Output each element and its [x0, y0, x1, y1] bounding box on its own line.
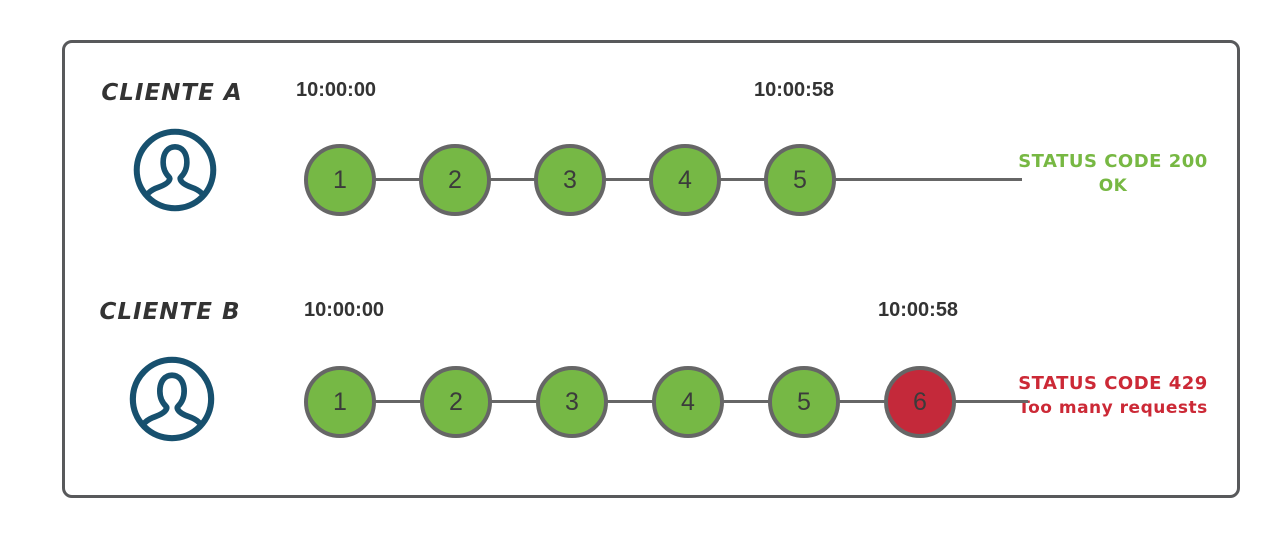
end-timestamp: 10:00:58	[878, 299, 959, 321]
request-circle: 6	[884, 366, 956, 438]
request-number: 2	[449, 387, 463, 416]
request-circle: 4	[649, 144, 721, 216]
client-label: CLIENTE A	[101, 80, 243, 106]
request-number: 1	[333, 387, 347, 416]
start-timestamp: 10:00:00	[296, 79, 377, 101]
user-icon	[129, 356, 215, 442]
diagram-frame	[62, 40, 1240, 498]
user-icon	[133, 128, 217, 212]
request-circle: 1	[304, 366, 376, 438]
status-message-text: OK	[1098, 176, 1128, 196]
request-circle: 5	[764, 144, 836, 216]
request-circle: 3	[534, 144, 606, 216]
request-circle: 2	[419, 144, 491, 216]
end-timestamp: 10:00:58	[754, 79, 835, 101]
request-number: 3	[563, 165, 577, 194]
request-number: 4	[678, 165, 692, 194]
status-message-text: Too many requests	[1018, 398, 1208, 418]
status-code-text: STATUS CODE 200	[1018, 151, 1208, 172]
client-label: CLIENTE B	[99, 299, 241, 325]
status-text: STATUS CODE 200 OK	[1008, 150, 1218, 198]
status-text: STATUS CODE 429 Too many requests	[1008, 372, 1218, 420]
request-number: 3	[565, 387, 579, 416]
status-code-text: STATUS CODE 429	[1018, 373, 1208, 394]
request-number: 5	[797, 387, 811, 416]
request-number: 6	[913, 387, 927, 416]
request-circle: 1	[304, 144, 376, 216]
request-circle: 3	[536, 366, 608, 438]
request-number: 1	[333, 165, 347, 194]
request-number: 4	[681, 387, 695, 416]
request-number: 2	[448, 165, 462, 194]
request-circle: 4	[652, 366, 724, 438]
request-number: 5	[793, 165, 807, 194]
request-circle: 5	[768, 366, 840, 438]
start-timestamp: 10:00:00	[304, 299, 385, 321]
request-circle: 2	[420, 366, 492, 438]
